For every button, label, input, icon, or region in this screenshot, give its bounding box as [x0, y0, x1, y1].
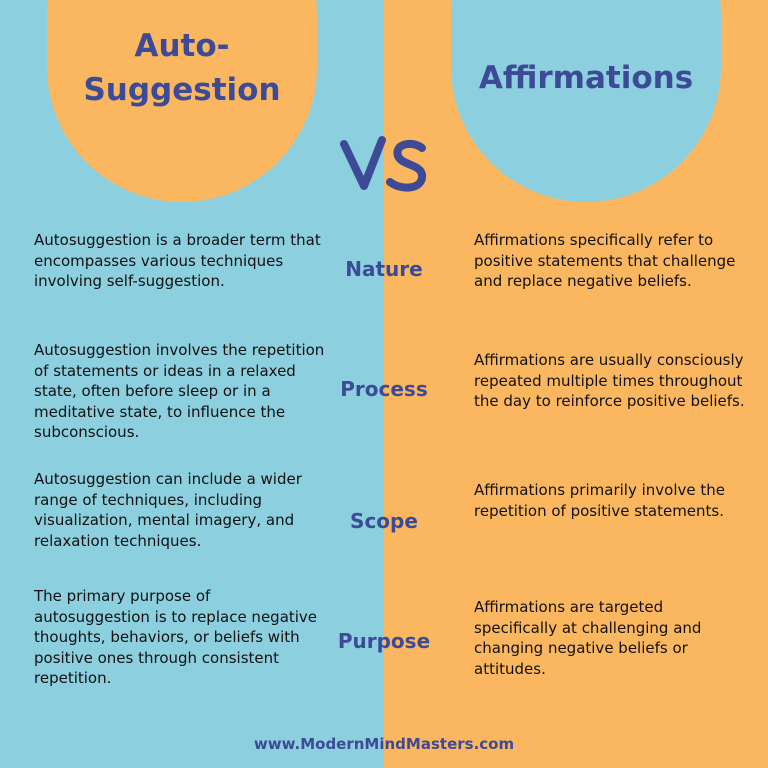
nature-affirmations-text: Affirmations specifically refer to posit… — [474, 231, 736, 290]
website-footer: www.ModernMindMasters.com — [253, 735, 515, 753]
process-autosuggestion-text: Autosuggestion involves the repetition o… — [34, 341, 325, 441]
nature-autosuggestion-text: Autosuggestion is a broader term that en… — [34, 231, 321, 290]
process-label: Process — [340, 377, 428, 401]
scope-autosuggestion-text: Autosuggestion can include a wider range… — [34, 470, 302, 550]
scope-affirmations-text: Affirmations primarily involve the repet… — [474, 481, 725, 520]
nature-label: Nature — [345, 257, 423, 281]
affirmations-title: Affirmations — [478, 60, 694, 96]
scope-label: Scope — [350, 509, 418, 533]
purpose-autosuggestion-text: The primary purpose of autosuggestion is… — [34, 587, 318, 687]
vs-graphic — [340, 136, 426, 192]
autosuggestion-title: Auto- Suggestion — [83, 28, 281, 108]
purpose-label: Purpose — [337, 629, 431, 653]
process-affirmations-text: Affirmations are usually consciously rep… — [474, 351, 745, 410]
purpose-affirmations-text: Affirmations are targeted specifically a… — [474, 598, 702, 678]
